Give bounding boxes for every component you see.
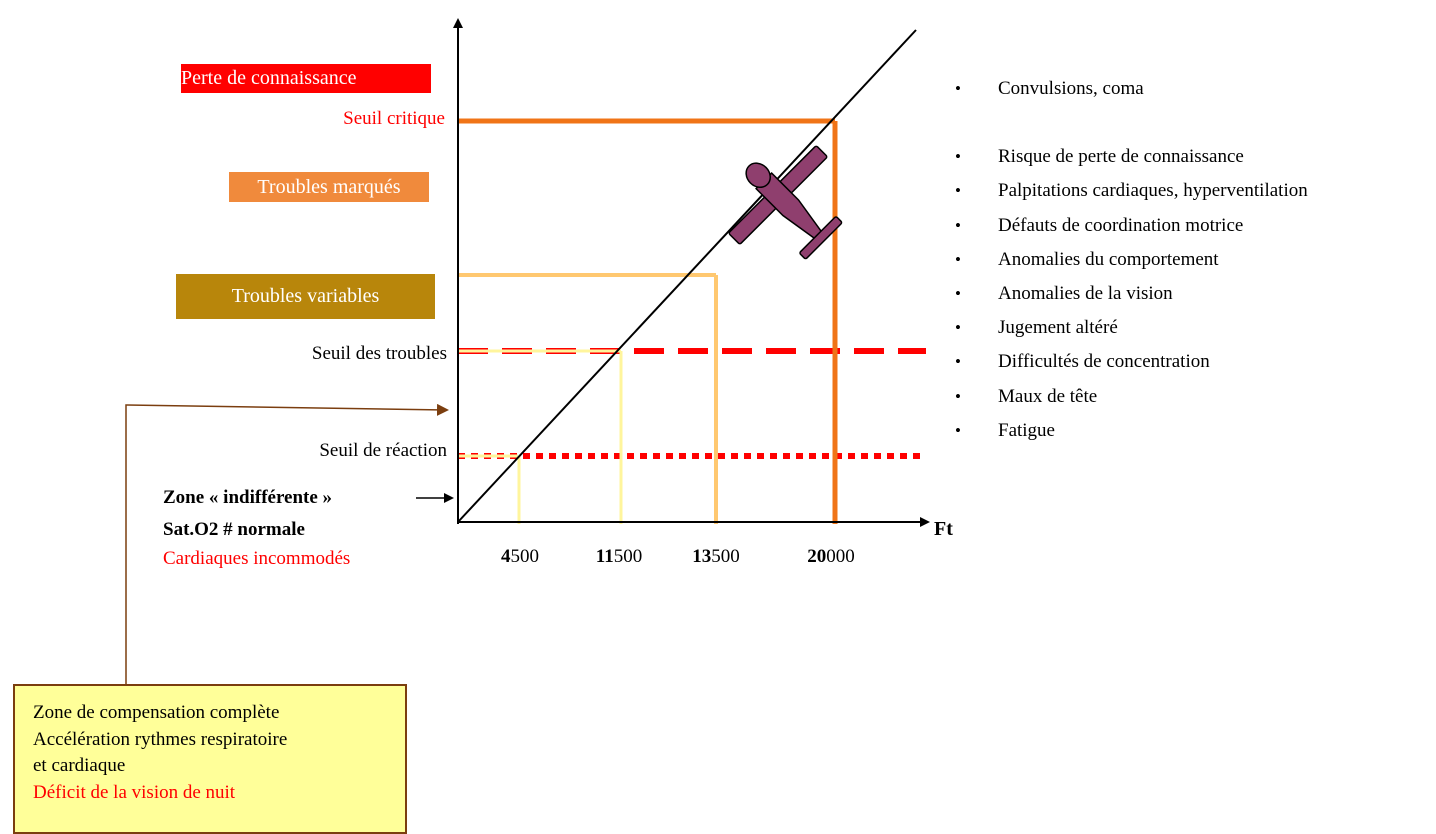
zone-indifferente-label: Zone « indifférente »: [163, 487, 333, 508]
symptom-list: Convulsions, coma Risque de perte de con…: [955, 72, 1308, 448]
tick-label: 13500: [692, 546, 740, 567]
symptom-item: Risque de perte de connaissance: [955, 140, 1308, 174]
seuil-critique-label: Seuil critique: [343, 108, 445, 129]
tick-label: 4500: [501, 546, 539, 567]
airplane-icon: [728, 145, 843, 260]
troubles-marques-label: Troubles marqués: [229, 172, 429, 202]
symptom-item: Convulsions, coma: [955, 72, 1308, 106]
troubles-variables-label: Troubles variables: [176, 274, 435, 319]
symptom-item: Défauts de coordination motrice: [955, 209, 1308, 243]
note-line: Zone de compensation complète: [33, 702, 280, 723]
x-axis-label: Ft: [934, 518, 953, 540]
symptom-item: Maux de tête: [955, 380, 1308, 414]
diagonal-line: [457, 29, 917, 523]
symptom-item: Fatigue: [955, 414, 1308, 448]
symptom-item: Jugement altéré: [955, 311, 1308, 345]
tick-label: 11500: [595, 546, 643, 567]
seuil-troubles-label: Seuil des troubles: [311, 343, 447, 364]
note-line: Déficit de la vision de nuit: [33, 781, 236, 803]
symptom-item: Difficultés de concentration: [955, 345, 1308, 379]
seuil-reaction-label: Seuil de réaction: [319, 440, 447, 461]
cardiaques-label: Cardiaques incommodés: [163, 548, 351, 569]
symptom-item: Anomalies du comportement: [955, 243, 1308, 277]
symptom-item: Palpitations cardiaques, hyperventilatio…: [955, 174, 1308, 208]
tick-label: 20000: [807, 546, 855, 567]
compensation-note-box: Zone de compensation complète Accélérati…: [13, 684, 407, 834]
loss-consciousness-label: Perte de connaissance: [181, 64, 431, 93]
note-line: Accélération rythmes respiratoire: [33, 728, 288, 750]
note-connector-arrow: [125, 403, 449, 684]
sat-o2-label: Sat.O2 # normale: [163, 519, 305, 540]
symptom-item: Anomalies de la vision: [955, 277, 1308, 311]
note-line: et cardiaque: [33, 755, 126, 776]
